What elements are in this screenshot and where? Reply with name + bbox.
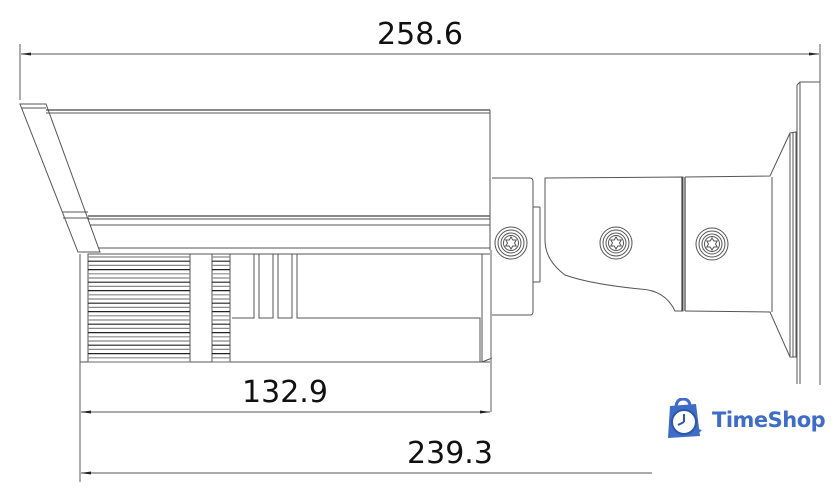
logo-text: TimeShop xyxy=(712,408,826,432)
mount-joint xyxy=(492,177,541,316)
screw-icon xyxy=(695,227,729,261)
dimension-lens-length: 132.9 xyxy=(79,362,490,482)
dimension-label-132-9: 132.9 xyxy=(242,375,328,410)
screw-icon xyxy=(494,226,528,260)
camera-body xyxy=(79,250,493,412)
dimension-label-239-3: 239.3 xyxy=(407,436,493,471)
sunshield xyxy=(19,103,491,253)
dimension-overall-length: 258.6 xyxy=(19,17,821,385)
dimension-label-258-6: 258.6 xyxy=(377,17,463,52)
bracket-arm xyxy=(544,81,820,384)
screw-icon xyxy=(599,226,633,260)
timeshop-logo: TimeShop xyxy=(660,395,835,445)
dimension-body-length: 239.3 xyxy=(81,436,652,475)
shopping-bag-clock-icon xyxy=(668,398,702,438)
